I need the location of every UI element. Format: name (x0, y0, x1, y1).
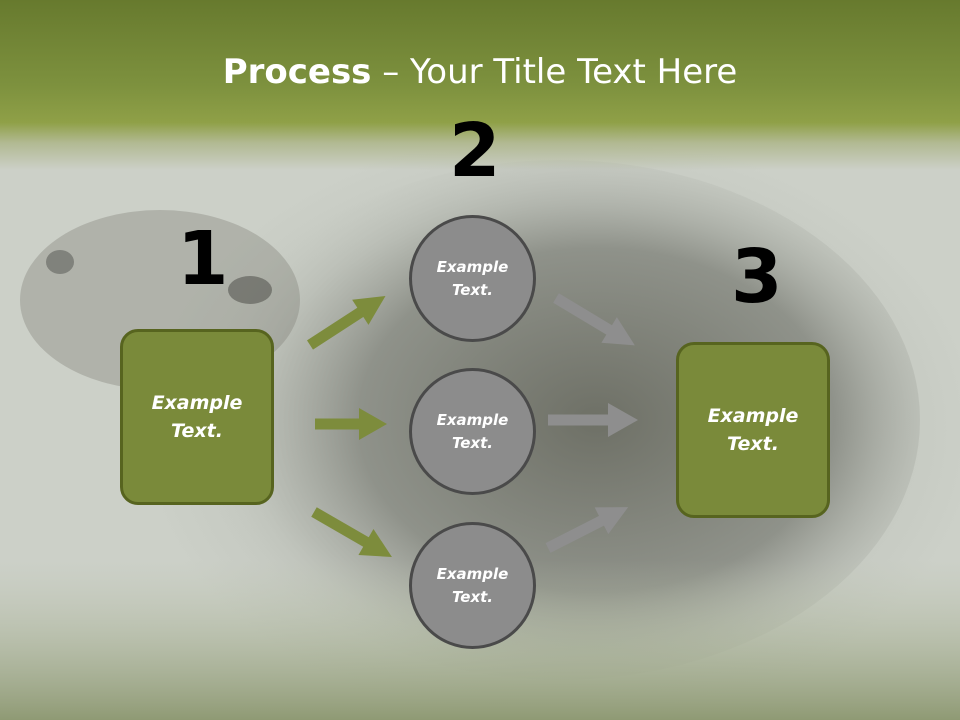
circle-1-text: Example Text. (436, 258, 509, 299)
arrow-from-circle-3 (545, 507, 629, 553)
circle-2: Example Text. (409, 368, 536, 495)
circle-1: Example Text. (409, 215, 536, 342)
step-number-2: 2 (449, 108, 501, 194)
arrow-from-circle-1 (553, 293, 635, 346)
step-3-box: Example Text. (676, 342, 830, 518)
arrow-to-circle-1 (307, 295, 386, 350)
title-bold: Process (222, 52, 372, 92)
arrow-to-circle-3 (311, 507, 392, 557)
step-number-1: 1 (177, 216, 229, 302)
arrow-to-circle-2 (315, 408, 387, 440)
step-1-box: Example Text. (120, 329, 274, 505)
title-rest: – Your Title Text Here (371, 52, 738, 92)
title-band (0, 0, 960, 170)
circle-2-text: Example Text. (436, 411, 509, 452)
step-3-text: Example Text. (707, 404, 799, 456)
arrow-from-circle-2 (548, 403, 638, 437)
step-number-3: 3 (731, 234, 783, 320)
circle-3: Example Text. (409, 522, 536, 649)
step-1-text: Example Text. (151, 391, 243, 443)
circle-3-text: Example Text. (436, 565, 509, 606)
slide-title: Process – Your Title Text Here (0, 52, 960, 92)
